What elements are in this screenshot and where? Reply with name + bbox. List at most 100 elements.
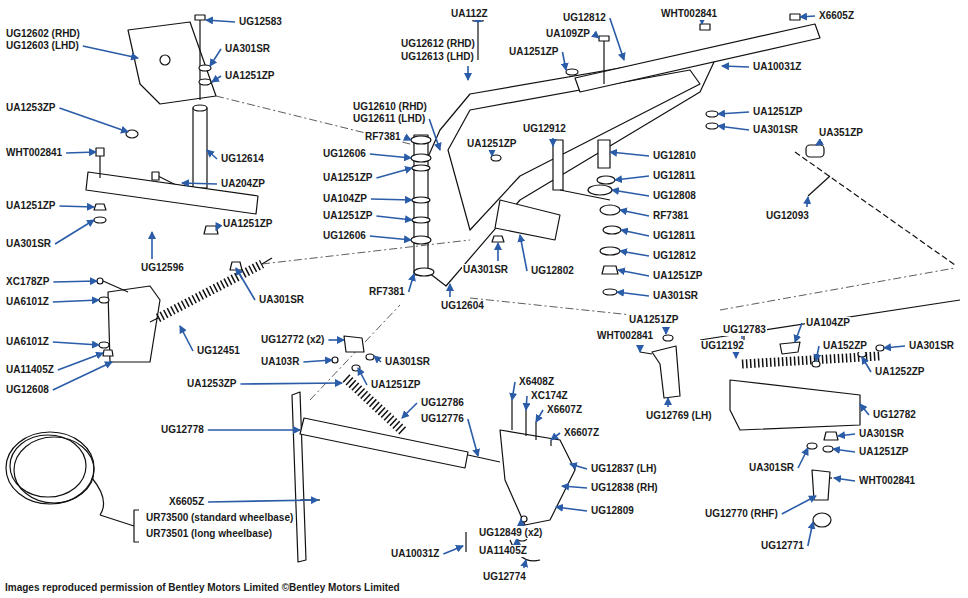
part-number: WHT002841: [858, 475, 916, 487]
part-number: UG12810: [652, 150, 697, 162]
leader-line: [620, 210, 649, 216]
part-number: UA1251ZP: [322, 210, 373, 222]
part-number: UA1253ZP: [186, 378, 237, 390]
leader-line: [58, 353, 103, 370]
part-number: UA301SR: [258, 294, 305, 306]
part-number: XC174Z: [530, 390, 569, 402]
part-number: UG12771: [760, 540, 805, 552]
leader-line: [610, 18, 624, 60]
part-number: X6605Z: [818, 10, 855, 22]
leader-line: [862, 357, 871, 372]
leader-line: [83, 46, 138, 58]
part-number: UG12611 (LHD): [352, 113, 426, 125]
part-number: UG12811: [652, 170, 696, 182]
leader-line: [520, 519, 522, 524]
part-number: X6607Z: [546, 404, 583, 416]
part-number: UG12093: [765, 210, 810, 222]
part-number: UA112Z: [450, 8, 489, 20]
leader-line: [207, 150, 217, 159]
leader-line: [612, 190, 649, 196]
part-number: UA301SR: [748, 462, 795, 474]
part-number: UG12776: [420, 413, 465, 425]
part-number: UG12451: [196, 345, 241, 357]
part-number: UG12786: [420, 397, 465, 409]
part-number: UA1251ZP: [508, 46, 559, 58]
leader-line: [303, 360, 332, 362]
leader-line: [722, 66, 749, 67]
leader-line: [208, 429, 300, 431]
leader-line: [151, 232, 153, 259]
leader-line: [833, 449, 855, 452]
part-number: X6605Z: [168, 496, 205, 508]
part-number: UA152ZP: [822, 340, 868, 352]
part-number: UA1251ZP: [370, 379, 421, 391]
leader-line: [443, 546, 463, 554]
leader-line: [798, 448, 808, 468]
part-number: UG12583: [238, 16, 283, 28]
leader-line: [53, 300, 99, 302]
leader-line: [210, 49, 221, 66]
part-number: UA6101Z: [5, 296, 50, 308]
part-number: UG12606: [322, 230, 367, 242]
part-number: UA109ZP: [545, 28, 591, 40]
leader-line: [520, 235, 527, 271]
part-number: UA301SR: [5, 238, 52, 250]
leader-line: [53, 362, 112, 390]
leader-line: [620, 251, 649, 256]
leader-line: [610, 152, 649, 156]
leader-line: [371, 199, 412, 200]
leader-line: [800, 16, 815, 17]
part-number: UA10031Z: [390, 548, 440, 560]
leader-line: [701, 23, 703, 24]
leader-line: [718, 112, 749, 114]
leader-line: [718, 126, 749, 130]
part-number: RF7381: [368, 286, 406, 298]
leader-line: [808, 522, 813, 546]
part-number: UA10031Z: [752, 61, 802, 73]
part-number: UA104ZP: [322, 193, 368, 205]
part-number: UG12811: [652, 230, 696, 242]
leader-line: [621, 230, 649, 236]
leader-line: [524, 560, 526, 568]
part-number: UA1251ZP: [628, 314, 679, 326]
part-number: UA1251ZP: [222, 218, 273, 230]
leader-line: [807, 197, 808, 207]
part-number: UA1251ZP: [5, 200, 56, 212]
part-number: UG12783: [722, 324, 767, 336]
part-number: UG12602 (RHD): [5, 28, 81, 40]
leader-line: [491, 153, 493, 156]
part-number: UG12769 (LH): [645, 410, 713, 422]
leader-line: [551, 433, 560, 440]
part-number: UA1253ZP: [5, 102, 56, 114]
part-number: UR73501 (long wheelbase): [145, 528, 273, 540]
leader-line: [562, 486, 587, 488]
part-number: UG12608: [5, 384, 50, 396]
part-number: UA1251ZP: [466, 138, 517, 150]
leader-line: [216, 224, 219, 230]
leader-line: [429, 119, 440, 150]
part-number: UA1251ZP: [752, 106, 803, 118]
leader-line: [468, 419, 478, 456]
leader-line: [552, 138, 554, 146]
leader-line: [180, 326, 193, 351]
leader-line: [884, 346, 905, 348]
part-number: UA1252ZP: [874, 366, 925, 378]
part-number: UG12812: [562, 12, 607, 24]
copyright-caption: Images reproduced permission of Bentley …: [5, 582, 400, 594]
leader-line: [206, 20, 235, 22]
part-number: UG12837 (LH): [590, 463, 658, 475]
part-number: UG12778: [160, 424, 205, 436]
leader-line: [617, 292, 649, 296]
leader-line: [816, 142, 821, 145]
part-number: UA301SR: [384, 356, 431, 368]
part-number: UG12604: [440, 300, 485, 312]
leader-line: [615, 176, 649, 180]
leader-line: [59, 108, 128, 132]
part-number: WHT002841: [660, 8, 718, 20]
part-number: WHT002841: [596, 330, 654, 342]
leader-line: [795, 323, 802, 342]
leader-line: [370, 236, 411, 240]
leader-line: [570, 464, 587, 469]
part-number: UG12770 (RHF): [704, 508, 779, 520]
